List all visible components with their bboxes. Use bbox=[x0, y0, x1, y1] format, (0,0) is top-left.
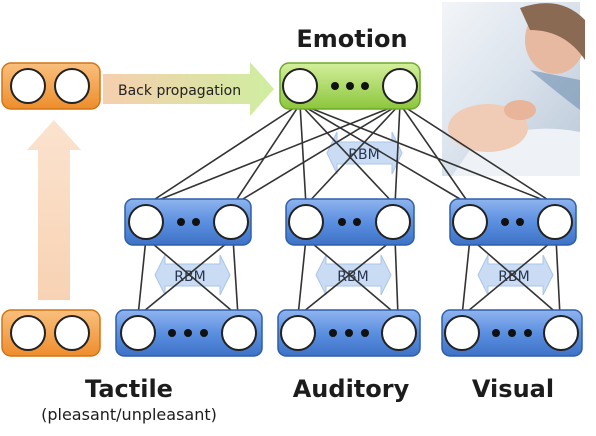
hidden-unit bbox=[128, 204, 164, 240]
emotion-unit bbox=[382, 68, 418, 104]
emotion-layer bbox=[279, 62, 421, 110]
visual-visible-layer bbox=[441, 309, 583, 357]
tactile-unit bbox=[54, 315, 90, 351]
visible-unit bbox=[120, 315, 156, 351]
visual-label: Visual bbox=[472, 375, 554, 403]
tactile-unit bbox=[10, 315, 46, 351]
visible-unit bbox=[444, 315, 480, 351]
back-propagation-arrow: Back propagation bbox=[103, 62, 274, 116]
tactile-target-layer bbox=[1, 62, 101, 110]
hidden-unit bbox=[452, 204, 488, 240]
visible-unit bbox=[381, 315, 417, 351]
tactile-label: Tactile bbox=[85, 375, 173, 403]
rbm-emotion: RBM bbox=[326, 131, 403, 175]
tactile-hidden-layer bbox=[124, 198, 252, 246]
hidden-unit bbox=[537, 204, 573, 240]
tactile-input-layer bbox=[1, 309, 101, 357]
tactile-visible-layer bbox=[115, 309, 263, 357]
visual-hidden-layer bbox=[449, 198, 577, 246]
rbm-visual: RBM bbox=[477, 254, 554, 296]
visible-unit bbox=[280, 315, 316, 351]
visible-unit bbox=[221, 315, 257, 351]
emotion-label: Emotion bbox=[296, 25, 407, 53]
rbm-auditory: RBM bbox=[315, 254, 392, 296]
connections bbox=[137, 103, 561, 317]
auditory-visible-layer bbox=[277, 309, 421, 357]
visible-unit bbox=[543, 315, 579, 351]
auditory-hidden-layer bbox=[285, 198, 415, 246]
rbm-tactile: RBM bbox=[154, 254, 231, 296]
hidden-unit bbox=[213, 204, 249, 240]
hidden-unit bbox=[288, 204, 324, 240]
target-unit bbox=[10, 68, 46, 104]
emotion-unit bbox=[282, 68, 318, 104]
back-propagation-label: Back propagation bbox=[118, 83, 241, 99]
auditory-label: Auditory bbox=[293, 375, 410, 403]
tactile-sublabel: (pleasant/unpleasant) bbox=[41, 405, 217, 424]
photo-mother-baby bbox=[442, 2, 585, 176]
tactile-up-arrow bbox=[27, 120, 81, 300]
hidden-unit bbox=[375, 204, 411, 240]
target-unit bbox=[54, 68, 90, 104]
